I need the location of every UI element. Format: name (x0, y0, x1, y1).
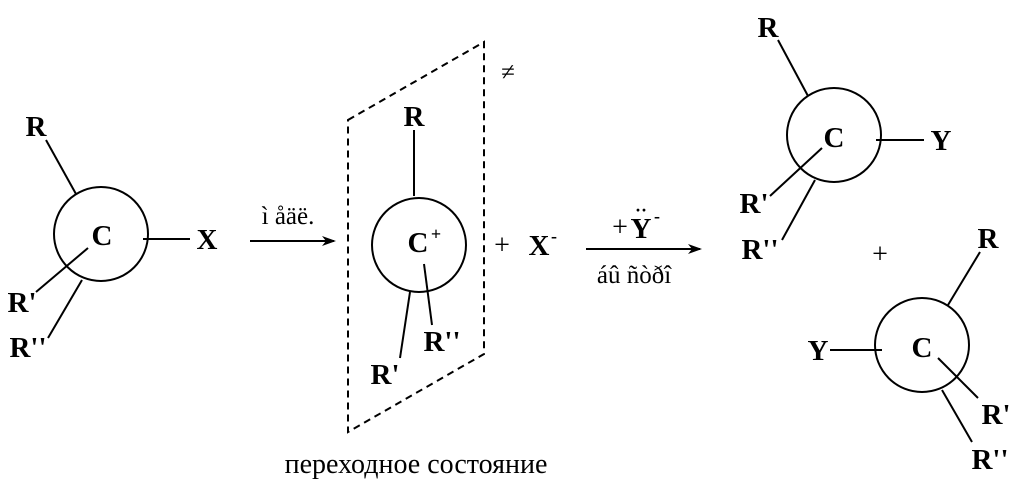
transition-state-symbol: ≠ (501, 59, 515, 86)
product2-bond-r2 (941, 389, 973, 443)
transition-state-plane (347, 40, 485, 434)
product1-carbon-ring (786, 87, 882, 183)
leaving-ion-symbol: X (529, 230, 550, 262)
reactant-bond-r (45, 139, 77, 195)
ts-charge: + (431, 224, 441, 244)
reagent-plus: + (612, 212, 628, 243)
product1-bond-r2 (781, 179, 816, 241)
product1-r-label: R (758, 12, 780, 44)
reactant-r1-label: R' (8, 287, 37, 319)
ts-carbon-label: C (408, 227, 429, 259)
product1-carbon-label: C (824, 122, 845, 154)
product2-r-label: R (978, 223, 1000, 255)
ts-carbon-ring (371, 197, 467, 293)
ts-bond-r2 (423, 263, 433, 326)
product1-bond-r (777, 39, 809, 97)
leaving-ion-plus: + (494, 230, 510, 261)
product1-r2-label: R'' (741, 234, 778, 266)
step1-arrow-group: ì åäë. (250, 203, 336, 246)
product1-y-label: Y (931, 125, 952, 157)
reactant-bond-r1 (35, 247, 89, 293)
ts-r-label: R (404, 101, 426, 133)
reactant-carbon-label: C (92, 220, 113, 252)
product2-y-label: Y (808, 335, 829, 367)
ts-r1-label: R' (371, 359, 400, 391)
ts-r2-label: R'' (423, 326, 460, 358)
step2-arrow-group: + Y ·· - áû ñòðî (586, 200, 702, 289)
ts-bond-r1 (399, 291, 411, 359)
leaving-ion: + X - (494, 226, 557, 262)
reactant-r2-label: R'' (9, 332, 46, 364)
product2-carbon-ring (874, 297, 970, 393)
reagent-charge: - (654, 206, 660, 226)
reactant-molecule: C R X R' R'' (8, 111, 218, 364)
products-plus: + (872, 239, 888, 270)
product1-r1-label: R' (740, 188, 769, 220)
leaving-ion-charge: - (551, 226, 557, 246)
reactant-bond-r2 (47, 279, 83, 339)
product2-r1-label: R' (982, 399, 1011, 431)
reactant-carbon-ring (53, 186, 149, 282)
reagent-lone-pair: ·· (635, 200, 647, 220)
reactant-r-label: R (26, 111, 48, 143)
transition-state-caption: переходное состояние (285, 449, 548, 480)
product1-molecule: C R Y R' R'' (740, 12, 952, 266)
product2-molecule: C R Y R' R'' (808, 223, 1011, 476)
product1-bond-r1 (769, 147, 823, 197)
product2-bond-r (947, 251, 981, 306)
reagent-symbol: Y (631, 213, 652, 245)
product2-r2-label: R'' (971, 444, 1008, 476)
product2-carbon-label: C (912, 332, 933, 364)
step1-label: ì åäë. (262, 203, 315, 230)
product2-bond-r1 (937, 357, 979, 399)
reactant-x-label: X (197, 224, 218, 256)
transition-state: ≠ C + R R' R'' переходное состояние (285, 40, 548, 480)
step2-label: áû ñòðî (597, 262, 672, 289)
